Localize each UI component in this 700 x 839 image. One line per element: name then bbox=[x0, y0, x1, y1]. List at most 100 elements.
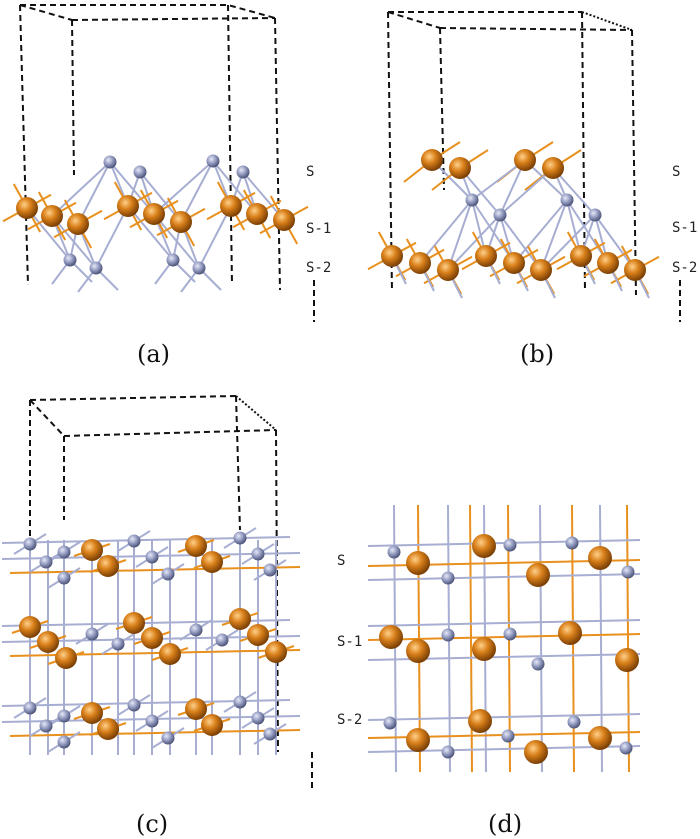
metal-atom bbox=[81, 702, 103, 724]
metal-atom bbox=[615, 648, 639, 672]
nonmetal-bond bbox=[77, 161, 111, 225]
nonmetal-bond bbox=[447, 214, 501, 271]
nonmetal-atom bbox=[23, 701, 37, 715]
nonmetal-atom bbox=[133, 165, 147, 179]
caption-a: (a) bbox=[137, 340, 170, 368]
nonmetal-bond bbox=[540, 214, 596, 271]
panel-c: S S-1 S-2 (c) bbox=[1, 395, 362, 838]
nonmetal-bond bbox=[1, 699, 291, 707]
nonmetal-atom bbox=[89, 261, 103, 275]
nonmetal-atom bbox=[145, 714, 159, 728]
nonmetal-bond bbox=[212, 160, 258, 215]
metal-atom bbox=[97, 555, 119, 577]
metal-atom bbox=[409, 252, 431, 274]
metal-atom bbox=[406, 639, 430, 663]
layer-label-s-2: S-2 bbox=[672, 260, 697, 276]
nonmetal-atom bbox=[233, 695, 247, 709]
metal-atom bbox=[123, 612, 145, 634]
metal-atom bbox=[406, 728, 430, 752]
nonmetal-bond bbox=[51, 161, 111, 217]
nonmetal-bond bbox=[109, 161, 155, 215]
nonmetal-atom bbox=[501, 729, 515, 743]
nonmetal-bond bbox=[419, 199, 473, 264]
nonmetal-bond bbox=[95, 205, 129, 269]
metal-atom bbox=[41, 205, 63, 227]
metal-atom bbox=[526, 563, 550, 587]
nonmetal-atom bbox=[251, 711, 265, 725]
layer-label-s-2: S-2 bbox=[337, 712, 362, 728]
nonmetal-bond bbox=[153, 213, 200, 269]
metal-atom bbox=[421, 149, 443, 171]
nonmetal-atom bbox=[111, 637, 125, 651]
nonmetal-atom bbox=[206, 154, 220, 168]
caption-d: (d) bbox=[488, 810, 522, 838]
nonmetal-bond bbox=[198, 205, 232, 269]
atoms-b bbox=[381, 149, 646, 281]
metal-atom bbox=[514, 149, 536, 171]
metal-atom bbox=[220, 195, 242, 217]
nonmetal-atom bbox=[166, 253, 180, 267]
metal-atom bbox=[185, 535, 207, 557]
caption-b: (b) bbox=[520, 340, 554, 368]
panel-d: (d) bbox=[367, 504, 641, 838]
nonmetal-atom bbox=[63, 253, 77, 267]
metal-atom bbox=[67, 213, 89, 235]
nonmetal-atom bbox=[263, 727, 277, 741]
metal-atom bbox=[229, 608, 251, 630]
nonmetal-atom bbox=[465, 193, 479, 207]
layer-label-s: S bbox=[672, 164, 680, 180]
metal-atom bbox=[201, 714, 223, 736]
caption-c: (c) bbox=[136, 810, 168, 838]
metal-atom bbox=[273, 209, 295, 231]
nonmetal-atom bbox=[189, 623, 203, 637]
metal-atom bbox=[449, 157, 471, 179]
metal-atom bbox=[55, 647, 77, 669]
metal-atom bbox=[381, 245, 403, 267]
metal-atom bbox=[19, 616, 41, 638]
metal-atom bbox=[542, 157, 564, 179]
nonmetal-atom bbox=[531, 657, 545, 671]
layer-label-s-1: S-1 bbox=[337, 634, 362, 650]
metal-atom bbox=[37, 631, 59, 653]
metal-atom bbox=[588, 726, 612, 750]
nonmetal-atom bbox=[236, 165, 250, 179]
metal-atom bbox=[265, 641, 287, 663]
metal-atom bbox=[185, 698, 207, 720]
metal-atom bbox=[117, 195, 139, 217]
nonmetal-atom bbox=[251, 547, 265, 561]
metal-atom bbox=[624, 259, 646, 281]
nonmetal-atom bbox=[503, 627, 517, 641]
nonmetal-atom bbox=[565, 536, 579, 550]
metal-atom bbox=[588, 546, 612, 570]
nonmetal-bond bbox=[471, 159, 526, 201]
panel-b: S S-1 S-2 (b) bbox=[367, 11, 697, 368]
metal-atom bbox=[503, 252, 525, 274]
nonmetal-bond bbox=[539, 504, 543, 773]
nonmetal-bond bbox=[447, 199, 473, 271]
nonmetal-atom bbox=[503, 538, 517, 552]
metal-atom bbox=[141, 627, 163, 649]
nonmetal-atom bbox=[161, 567, 175, 581]
metal-atom bbox=[159, 643, 181, 665]
metal-bond bbox=[9, 729, 301, 737]
metal-atom bbox=[81, 539, 103, 561]
metal-atom bbox=[16, 197, 38, 219]
nonmetal-atom bbox=[588, 208, 602, 222]
nonmetal-bond bbox=[367, 713, 641, 721]
metal-atom bbox=[570, 245, 592, 267]
metal-bond bbox=[626, 504, 630, 773]
nonmetal-atom bbox=[85, 627, 99, 641]
metal-atom bbox=[247, 624, 269, 646]
atoms-d bbox=[379, 534, 639, 764]
nonmetal-atom bbox=[192, 261, 206, 275]
metal-bond bbox=[9, 566, 301, 574]
metal-atom bbox=[437, 259, 459, 281]
nonmetal-atom bbox=[161, 731, 175, 745]
nonmetal-bond bbox=[540, 199, 568, 271]
nonmetal-atom bbox=[441, 628, 455, 642]
nonmetal-atom bbox=[23, 537, 37, 551]
nonmetal-bond bbox=[499, 214, 542, 271]
panel-a: S S-1 S-2 (a) bbox=[2, 4, 331, 368]
nonmetal-atom bbox=[39, 555, 53, 569]
